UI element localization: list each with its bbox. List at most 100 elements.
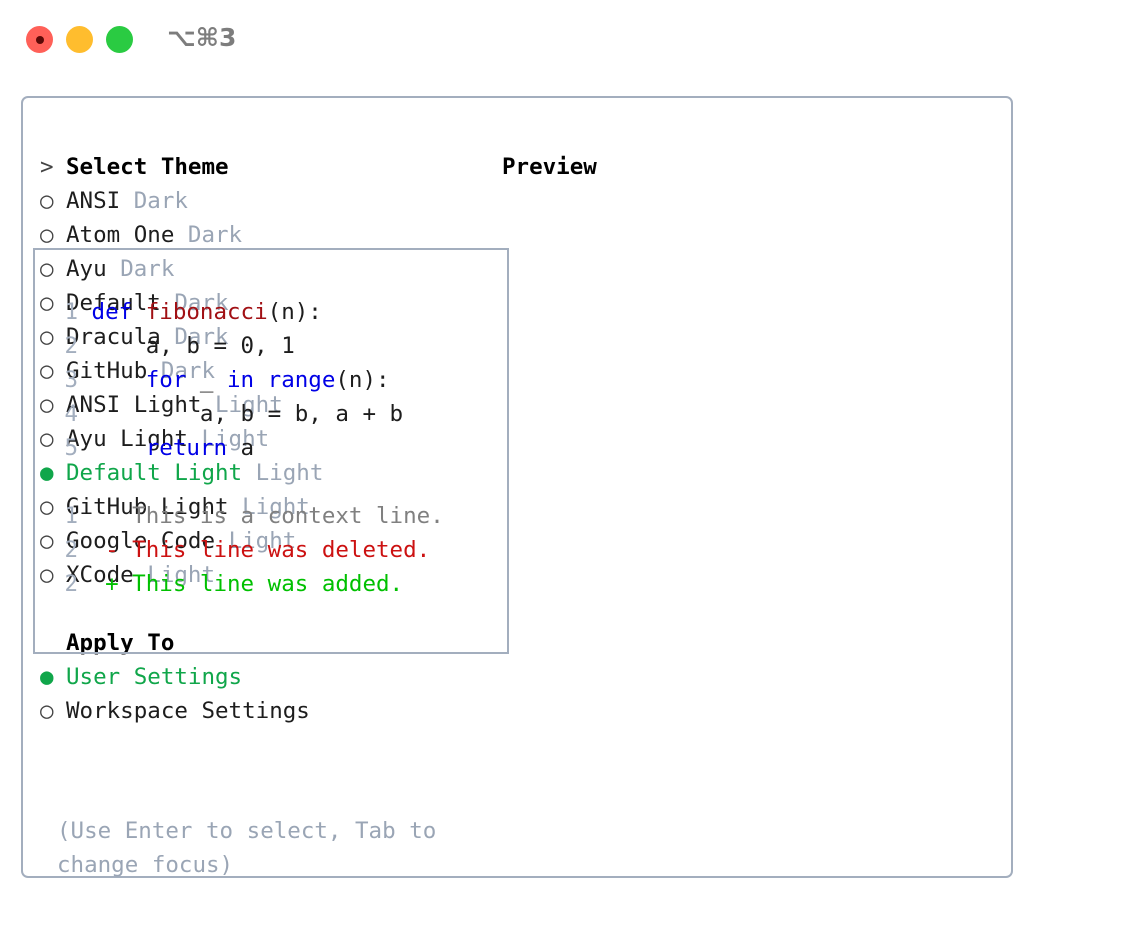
theme-option-ayu-dark[interactable]: ○ Ayu Dark <box>40 252 480 286</box>
theme-picker-column: >Select Theme ○ANSI Dark ○Atom One Dark … <box>40 150 480 878</box>
theme-option-ansi-light[interactable]: ○ ANSI Light Light <box>40 388 480 422</box>
theme-label: Default <box>66 290 161 316</box>
theme-variant: Light <box>215 528 297 554</box>
line-number: 2 <box>64 333 78 359</box>
theme-variant: Dark <box>161 290 229 316</box>
radio-unselected-icon: ○ <box>40 256 54 282</box>
main-panel: >Select Theme ○ANSI Dark ○Atom One Dark … <box>21 96 1013 878</box>
code-content: for _ in range(n): <box>145 367 390 393</box>
radio-unselected-icon: ○ <box>40 562 54 588</box>
theme-variant: Light <box>188 426 269 452</box>
theme-variant-label: Light <box>228 528 297 554</box>
radio-unselected-icon: ○ <box>40 426 54 452</box>
code-line: 1 def fibonacci(n): <box>52 295 492 329</box>
preview-title: Preview <box>502 154 597 180</box>
theme-label: Default Light <box>66 460 243 486</box>
theme-label: GitHub Light <box>66 494 229 520</box>
radio-unselected-icon: ○ <box>40 392 54 418</box>
theme-variant-label: Dark <box>174 324 229 350</box>
code-content: a, b = b, a + b <box>91 401 404 427</box>
minimize-button[interactable] <box>66 26 93 53</box>
theme-option-xcode[interactable]: ○ XCode Light <box>40 558 480 592</box>
radio-unselected-icon: ○ <box>40 290 54 316</box>
theme-option-default-dark[interactable]: ○ Default Dark <box>40 286 480 320</box>
code-line: 4 a, b = b, a + b <box>52 397 492 431</box>
maximize-button[interactable] <box>106 26 133 53</box>
radio-unselected-icon: ○ <box>40 528 54 554</box>
theme-option-atom-one-dark[interactable]: ○ Atom One Dark <box>40 218 480 252</box>
apply-to-label: Workspace Settings <box>66 698 310 724</box>
prompt-caret-icon: > <box>40 154 54 180</box>
code-preview: 1 def fibonacci(n): 2 a, b = 0, 1 3 for … <box>52 295 492 601</box>
theme-label: Atom One <box>66 222 175 248</box>
theme-variant-label: Dark <box>174 290 229 316</box>
theme-option-default-light[interactable]: ●Default Light Light <box>40 456 480 490</box>
theme-variant: Dark <box>161 324 229 350</box>
theme-label: Ayu Light <box>66 426 188 452</box>
theme-label: ANSI Light <box>66 392 202 418</box>
theme-variant: Dark <box>174 222 242 248</box>
line-number: 2 <box>64 571 78 597</box>
theme-option-github-light[interactable]: ○ GitHub Light Light <box>40 490 480 524</box>
code-line: 2 a, b = 0, 1 <box>52 329 492 363</box>
theme-variant-label: Dark <box>120 256 175 282</box>
line-number: 4 <box>64 401 78 427</box>
theme-option-github-dark[interactable]: ○ GitHub Dark <box>40 354 480 388</box>
theme-label: Google Code <box>66 528 216 554</box>
radio-unselected-icon: ○ <box>40 358 54 384</box>
line-number: 1 <box>64 503 78 529</box>
radio-unselected-icon: ○ <box>40 222 54 248</box>
diff-line-deleted: 2 - This line was deleted. <box>52 533 492 567</box>
close-icon <box>35 35 44 44</box>
theme-label: Ayu <box>66 256 107 282</box>
radio-selected-icon: ● <box>40 664 54 690</box>
close-button[interactable] <box>26 26 53 53</box>
theme-variant: Light <box>134 562 215 588</box>
theme-variant: Dark <box>120 188 188 214</box>
select-theme-heading: >Select Theme <box>40 150 480 184</box>
line-number: 5 <box>64 435 78 461</box>
radio-unselected-icon: ○ <box>40 188 54 214</box>
theme-variant-label: Light <box>255 460 324 486</box>
theme-variant: Dark <box>107 256 175 282</box>
line-number: 2 <box>64 537 78 563</box>
keyboard-hint-text: (Use Enter to select, Tab to change focu… <box>57 818 437 878</box>
theme-variant-label: Light <box>242 494 310 520</box>
theme-option-ansi-dark[interactable]: ○ ANSI Dark <box>40 184 480 218</box>
code-content: a, b = 0, 1 <box>91 333 295 359</box>
code-blank-line <box>52 465 492 499</box>
apply-to-option-user-settings[interactable]: ● User Settings <box>40 660 480 694</box>
code-line: 3 for _ in range(n): <box>52 363 492 397</box>
preview-column: Preview <box>502 150 597 184</box>
theme-option-dracula-dark[interactable]: ○ Dracula Dark <box>40 320 480 354</box>
apply-to-label: User Settings <box>66 664 243 690</box>
theme-variant-label: Light <box>201 426 270 452</box>
radio-unselected-icon: ○ <box>40 494 54 520</box>
line-number: 1 <box>64 299 78 325</box>
diff-line-added: 2 + This line was added. <box>52 567 492 601</box>
theme-label: ANSI <box>66 188 121 214</box>
line-number: 3 <box>64 367 78 393</box>
apply-to-heading: Apply To <box>40 626 480 660</box>
theme-label: GitHub <box>66 358 148 384</box>
keyboard-shortcut-label: ⌥⌘3 <box>167 23 237 52</box>
theme-variant: Light <box>242 460 324 486</box>
radio-unselected-icon: ○ <box>40 698 54 724</box>
code-content: def fibonacci(n): <box>91 299 322 325</box>
theme-option-google-code[interactable]: ○ Google Code Light <box>40 524 480 558</box>
theme-label: Dracula <box>66 324 161 350</box>
preview-box: 1 def fibonacci(n): 2 a, b = 0, 1 3 for … <box>33 248 509 654</box>
theme-option-ayu-light[interactable]: ○ Ayu Light Light <box>40 422 480 456</box>
theme-variant-label: Light <box>147 562 216 588</box>
radio-unselected-icon: ○ <box>40 324 54 350</box>
theme-variant-label: Dark <box>160 358 216 384</box>
apply-to-option-workspace-settings[interactable]: ○ Workspace Settings <box>40 694 480 728</box>
theme-label: XCode <box>66 562 134 588</box>
code-line: 5 return a <box>52 431 492 465</box>
diff-content: This is a context line. <box>91 503 444 529</box>
theme-variant-label: Light <box>215 392 283 418</box>
diff-content: + This line was added. <box>91 571 404 597</box>
diff-content: - This line was deleted. <box>91 537 431 563</box>
theme-variant-label: Dark <box>133 188 188 214</box>
